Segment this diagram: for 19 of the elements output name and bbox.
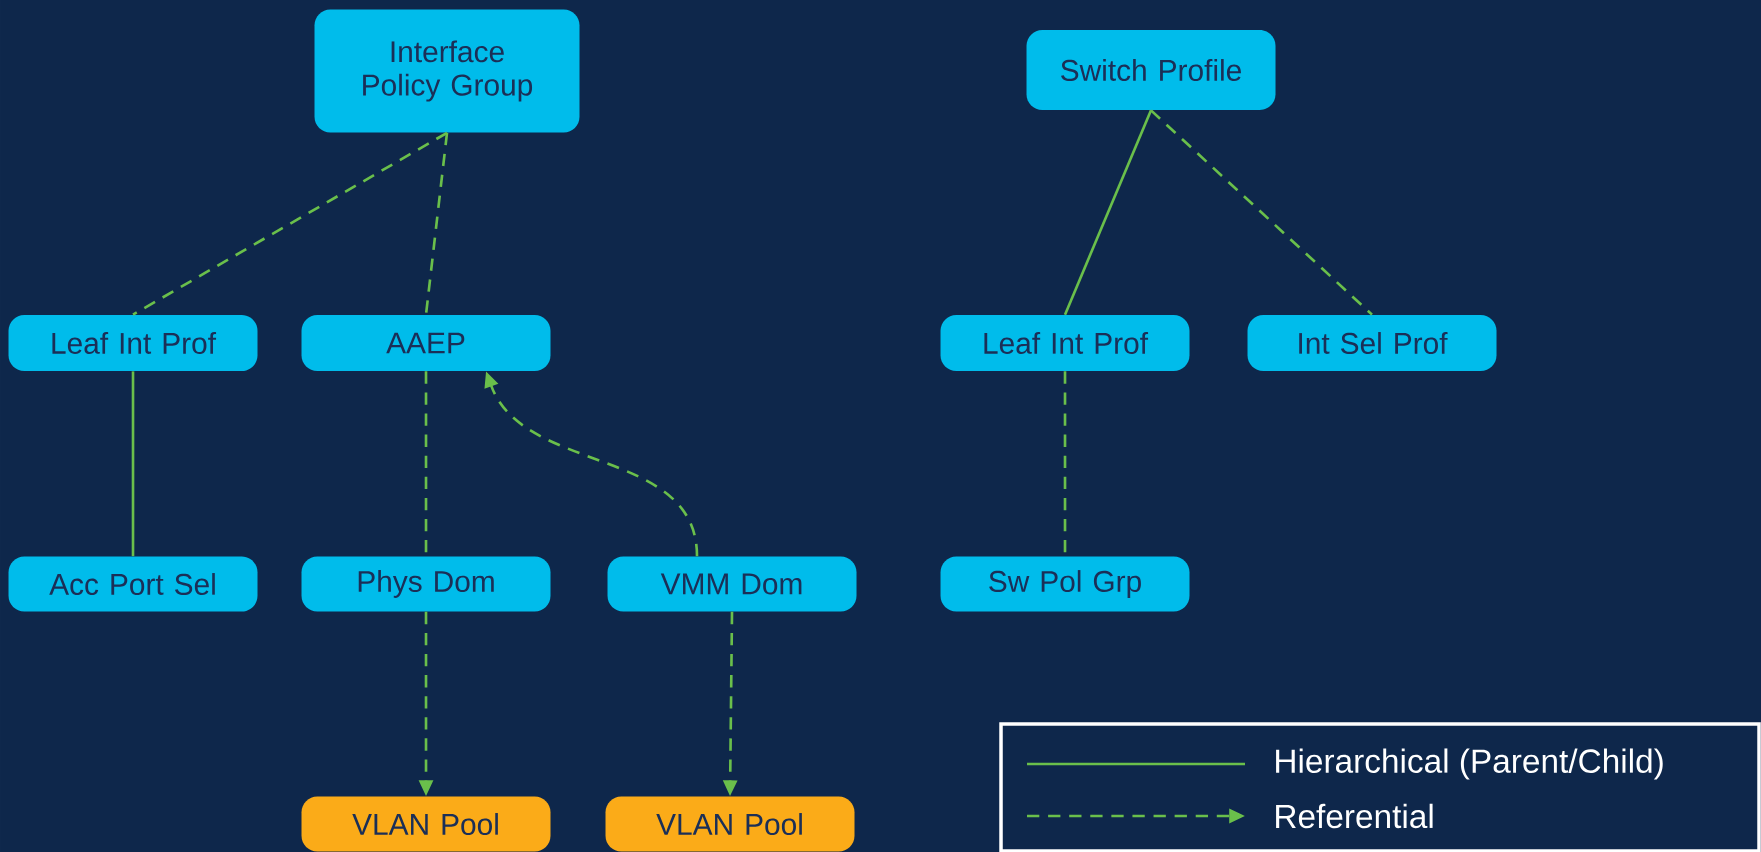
legend-label: Referential [1276,803,1433,829]
process-box: Leaf Int Prof [940,315,1190,371]
connector [1150,109,1373,316]
process-box: Sw Pol Grp [940,556,1190,612]
process-box: Leaf Int Prof [8,315,258,371]
process-box: VLAN Pool [605,796,855,852]
process-box: Phys Dom [301,556,551,612]
connector [131,371,135,557]
process-box: AAEP [301,315,551,371]
process-box: Int Sel Prof [1247,315,1497,371]
process-box: VLAN Pool [301,796,551,852]
process-box: Switch Profile [1026,30,1276,110]
process-box: VMM Dom [607,556,857,612]
connector [1063,109,1153,316]
connector [424,132,449,315]
legend-label: Hierarchical (Parent/Child) [1276,748,1663,780]
connector [132,131,448,316]
process-box: Interface Policy Group [314,9,580,133]
process-box: Acc Port Sel [8,556,258,612]
